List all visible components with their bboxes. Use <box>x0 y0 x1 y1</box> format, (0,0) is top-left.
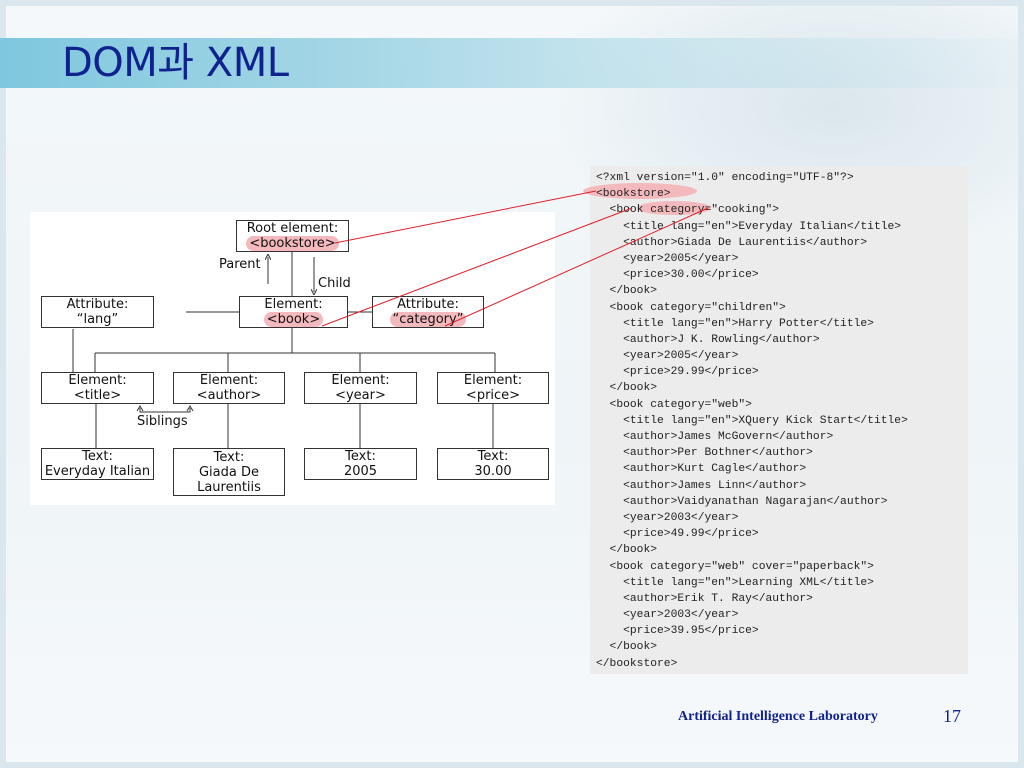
attribute-category-box: Attribute: “category” <box>372 296 484 328</box>
xml-code-line: <price>39.95</price> <box>596 625 759 638</box>
dom-tree-diagram: Root element: <bookstore> Parent Child A… <box>30 212 555 505</box>
xml-code-line: <year>2003</year> <box>596 609 739 622</box>
xml-code-line: <author>J K. Rowling</author> <box>596 333 820 346</box>
author-element-box: Element: <author> <box>173 372 285 404</box>
xml-code-line: <title lang="en">XQuery Kick Start</titl… <box>596 414 908 427</box>
xml-code-line: </book> <box>596 641 658 654</box>
xml-code-line: </book> <box>596 382 658 395</box>
book-element-box: Element: <book> <box>239 296 348 328</box>
slide-frame-top <box>0 0 1024 6</box>
xml-code-line: <price>49.99</price> <box>596 528 759 541</box>
book-highlight: <book> <box>263 312 324 327</box>
child-label: Child <box>318 276 351 291</box>
xml-code-line: <author>James McGovern</author> <box>596 431 834 443</box>
xml-code-line: <book category="children"> <box>596 301 786 314</box>
xml-code-line: <price>30.00</price> <box>596 269 759 282</box>
xml-code-line: <price>29.99</price> <box>596 366 759 379</box>
siblings-label: Siblings <box>137 414 188 429</box>
category-highlight: “category” <box>389 312 467 327</box>
xml-code-line: </bookstore> <box>596 657 678 670</box>
page-number: 17 <box>943 706 961 726</box>
root-element-box: Root element: <bookstore> <box>236 220 349 252</box>
slide-title: DOM과 XML <box>62 40 289 86</box>
slide-frame-left <box>0 0 6 768</box>
attribute-lang-box: Attribute: “lang” <box>41 296 154 328</box>
author-text-box: Text: Giada De Laurentiis <box>173 448 285 496</box>
xml-code-line: </book> <box>596 544 658 557</box>
xml-code-line: <title lang="en">Learning XML</title> <box>596 576 874 589</box>
xml-code-line: </book> <box>596 285 658 298</box>
siblings-arrow <box>139 408 191 413</box>
xml-code-line: <author>Per Bothner</author> <box>596 447 813 460</box>
year-text-box: Text: 2005 <box>304 448 417 480</box>
xml-code-line: <author>Kurt Cagle</author> <box>596 463 807 476</box>
parent-label: Parent <box>219 257 261 272</box>
slide-frame-bottom <box>0 762 1024 768</box>
xml-code-line: <author>Giada De Laurentiis</author> <box>596 236 868 249</box>
xml-code-line: <book category="cooking"> <box>596 204 780 217</box>
title-band <box>0 38 1024 88</box>
price-element-box: Element: <price> <box>437 372 549 404</box>
xml-code-line: <book category="web" cover="paperback"> <box>596 560 874 573</box>
xml-code-line: <title lang="en">Harry Potter</title> <box>596 317 874 330</box>
slide-frame-right <box>1018 0 1024 768</box>
year-element-box: Element: <year> <box>304 372 417 404</box>
xml-code-line: <author>Erik T. Ray</author> <box>596 592 813 605</box>
xml-code-line: <bookstore> <box>596 188 671 201</box>
price-text-box: Text: 30.00 <box>437 448 549 480</box>
title-element-box: Element: <title> <box>41 372 154 404</box>
footer-lab-name: Artificial Intelligence Laboratory <box>678 709 878 724</box>
xml-code-listing: <?xml version="1.0" encoding="UTF-8"?> <b… <box>596 170 908 672</box>
xml-code-line: <title lang="en">Everyday Italian</title… <box>596 220 902 233</box>
xml-code-line: <year>2005</year> <box>596 350 739 363</box>
xml-code-line: <author>James Linn</author> <box>596 479 807 492</box>
title-text-box: Text: Everyday Italian <box>41 448 154 480</box>
xml-code-line: <year>2005</year> <box>596 252 739 265</box>
xml-code-line: <year>2003</year> <box>596 511 739 524</box>
xml-code-line: <author>Vaidyanathan Nagarajan</author> <box>596 495 888 508</box>
xml-code-line: <book category="web"> <box>596 398 752 411</box>
xml-code-line: <?xml version="1.0" encoding="UTF-8"?> <box>596 172 854 184</box>
bookstore-highlight: <bookstore> <box>246 236 339 251</box>
